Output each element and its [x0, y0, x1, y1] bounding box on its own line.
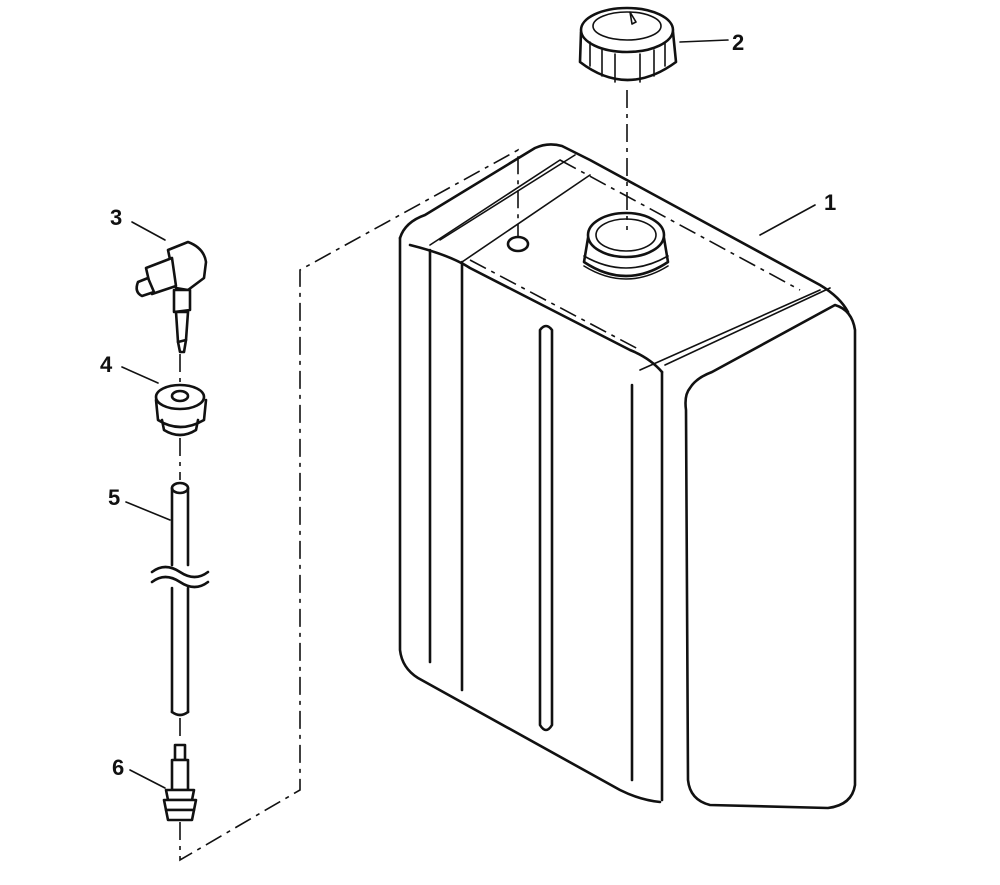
- tube: [150, 481, 210, 717]
- callout-5: 5: [108, 485, 120, 510]
- threaded-fitting: [162, 743, 198, 822]
- assembly-leader-line: [179, 148, 519, 862]
- callout-3: 3: [110, 205, 122, 230]
- callout-1: 1: [824, 190, 836, 215]
- tank: [398, 143, 857, 810]
- elbow-fitting: [135, 240, 208, 354]
- callout-4: 4: [100, 352, 113, 377]
- callout-leaders: [121, 39, 816, 789]
- callout-6: 6: [112, 755, 124, 780]
- filler-cap: [578, 6, 678, 83]
- grommet: [154, 383, 208, 437]
- callout-2: 2: [732, 30, 744, 55]
